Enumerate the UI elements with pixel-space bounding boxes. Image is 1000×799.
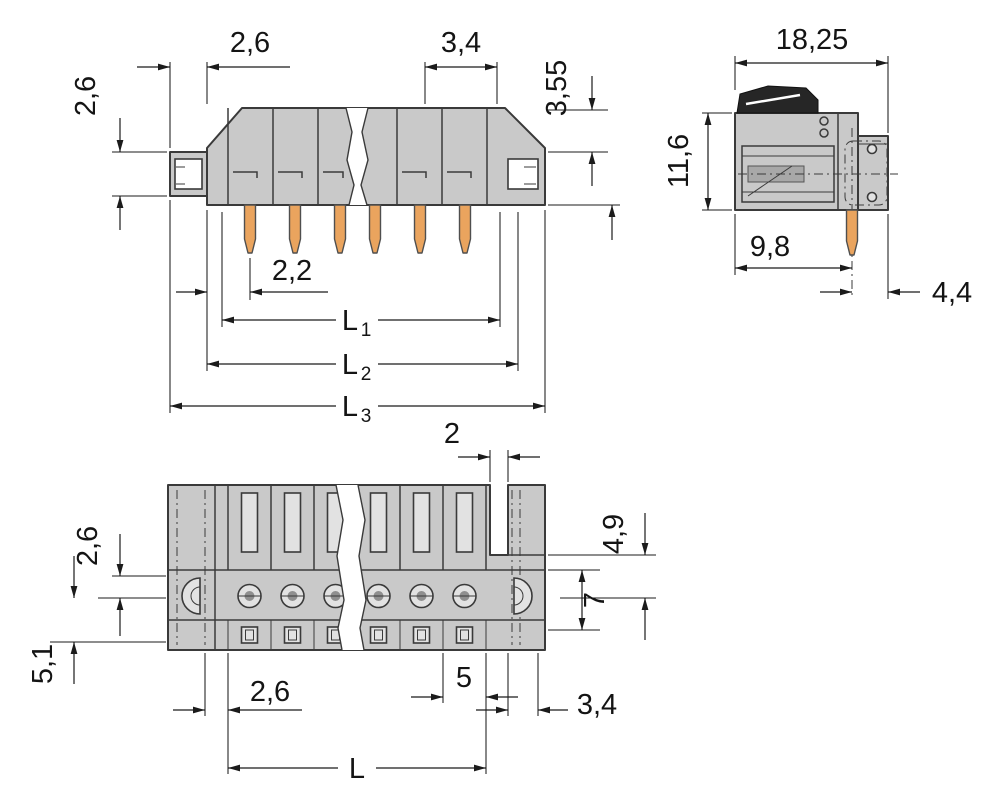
solder-pin [413,204,427,254]
profile-body [734,112,859,211]
dimension-lines-front [70,453,649,772]
test-port [412,626,431,644]
connector-body [206,107,546,206]
end-latch-right [513,577,533,615]
pole-dividers [227,108,488,205]
dimension-lines-profile [704,59,920,296]
contact-slot [369,492,388,553]
dim-label-front-latch-height: 2,6 [72,526,104,566]
dim-label-height: 11,6 [663,134,695,188]
solder-pin-profile [845,209,859,256]
contact-slots [240,492,474,553]
dimension-lines-side [116,63,616,410]
dim-label-top-to-latch: 3,55 [541,60,573,116]
clamp-opening [280,583,305,609]
test-port [240,626,259,644]
dim-label-end-left: 2,6 [250,676,290,708]
dim-label-l3-sub: 3 [361,406,372,427]
profile-view: 18,25 11,6 9,8 4,4 [663,24,972,309]
dim-label-l2-sub: 2 [361,364,372,385]
dim-label-width: 18,25 [776,24,849,56]
front-view: 2 2,6 5,1 4,9 7 2,6 5 3,4 L [27,418,656,785]
test-port [455,626,474,644]
solder-pin [288,204,302,254]
solder-pin [243,204,257,254]
dim-label-pin-offset-profile: 9,8 [750,231,790,263]
solder-pin [333,204,347,254]
contact-slot [412,492,431,553]
lever-pivot [819,128,829,138]
contact-details [233,171,472,178]
dim-label-latch-to-bottom: 5,1 [27,644,59,684]
dim-label-upper: 4,9 [598,514,630,554]
test-port [369,626,388,644]
dim-label-l1-sub: 1 [361,320,372,341]
lever-pivot [819,116,829,126]
flange-hole [866,191,878,203]
dim-label-l3: L [342,391,358,423]
dim-label-top-left: 2,6 [230,27,270,59]
clamp-opening [452,583,477,609]
solder-pin [368,204,382,254]
dim-label-pin-to-edge: 4,4 [932,277,972,309]
flange-hole [866,143,878,155]
dim-label-l2: L [342,349,358,381]
dim-label-pitch: 5 [456,662,472,694]
dim-label-pin-offset: 2,2 [272,255,312,287]
clamp-opening [237,583,262,609]
break-line [346,108,368,205]
contact-slot [455,492,474,553]
solder-pin [458,204,472,254]
side-view-tht: 2,6 3,4 2,6 3,55 2,2 L 1 L 2 L 3 [70,27,620,427]
dim-label-top-right: 3,4 [441,27,481,59]
contact-slot [283,492,302,553]
test-port [283,626,302,644]
end-latch-left [181,577,201,615]
clamp-opening [409,583,434,609]
clamp-opening [366,583,391,609]
hidden-contour [844,140,888,206]
dim-label-latch-height: 2,6 [70,76,102,116]
dim-label-length: L [349,753,365,785]
contact-slot [240,492,259,553]
dim-label-mid-height: 7 [579,592,611,608]
solder-pins [243,204,472,254]
dim-label-notch: 2 [444,418,460,450]
break-line-front [336,485,366,650]
dim-label-end-right: 3,4 [577,689,617,721]
dim-label-l1: L [342,305,358,337]
